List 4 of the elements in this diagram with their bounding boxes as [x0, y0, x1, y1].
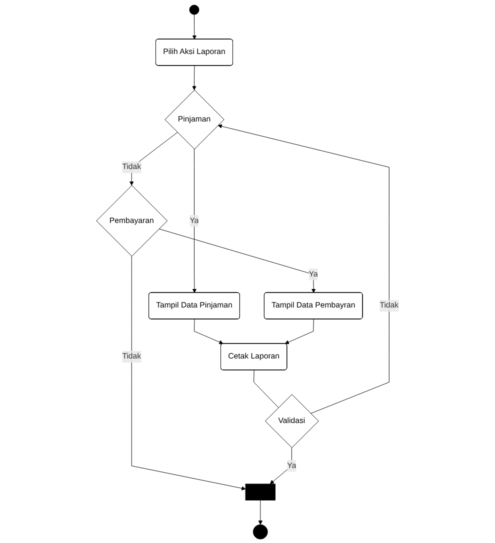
connector [254, 370, 279, 408]
node-circle [252, 524, 268, 540]
node-bar [245, 484, 276, 500]
node-circle [189, 4, 200, 15]
